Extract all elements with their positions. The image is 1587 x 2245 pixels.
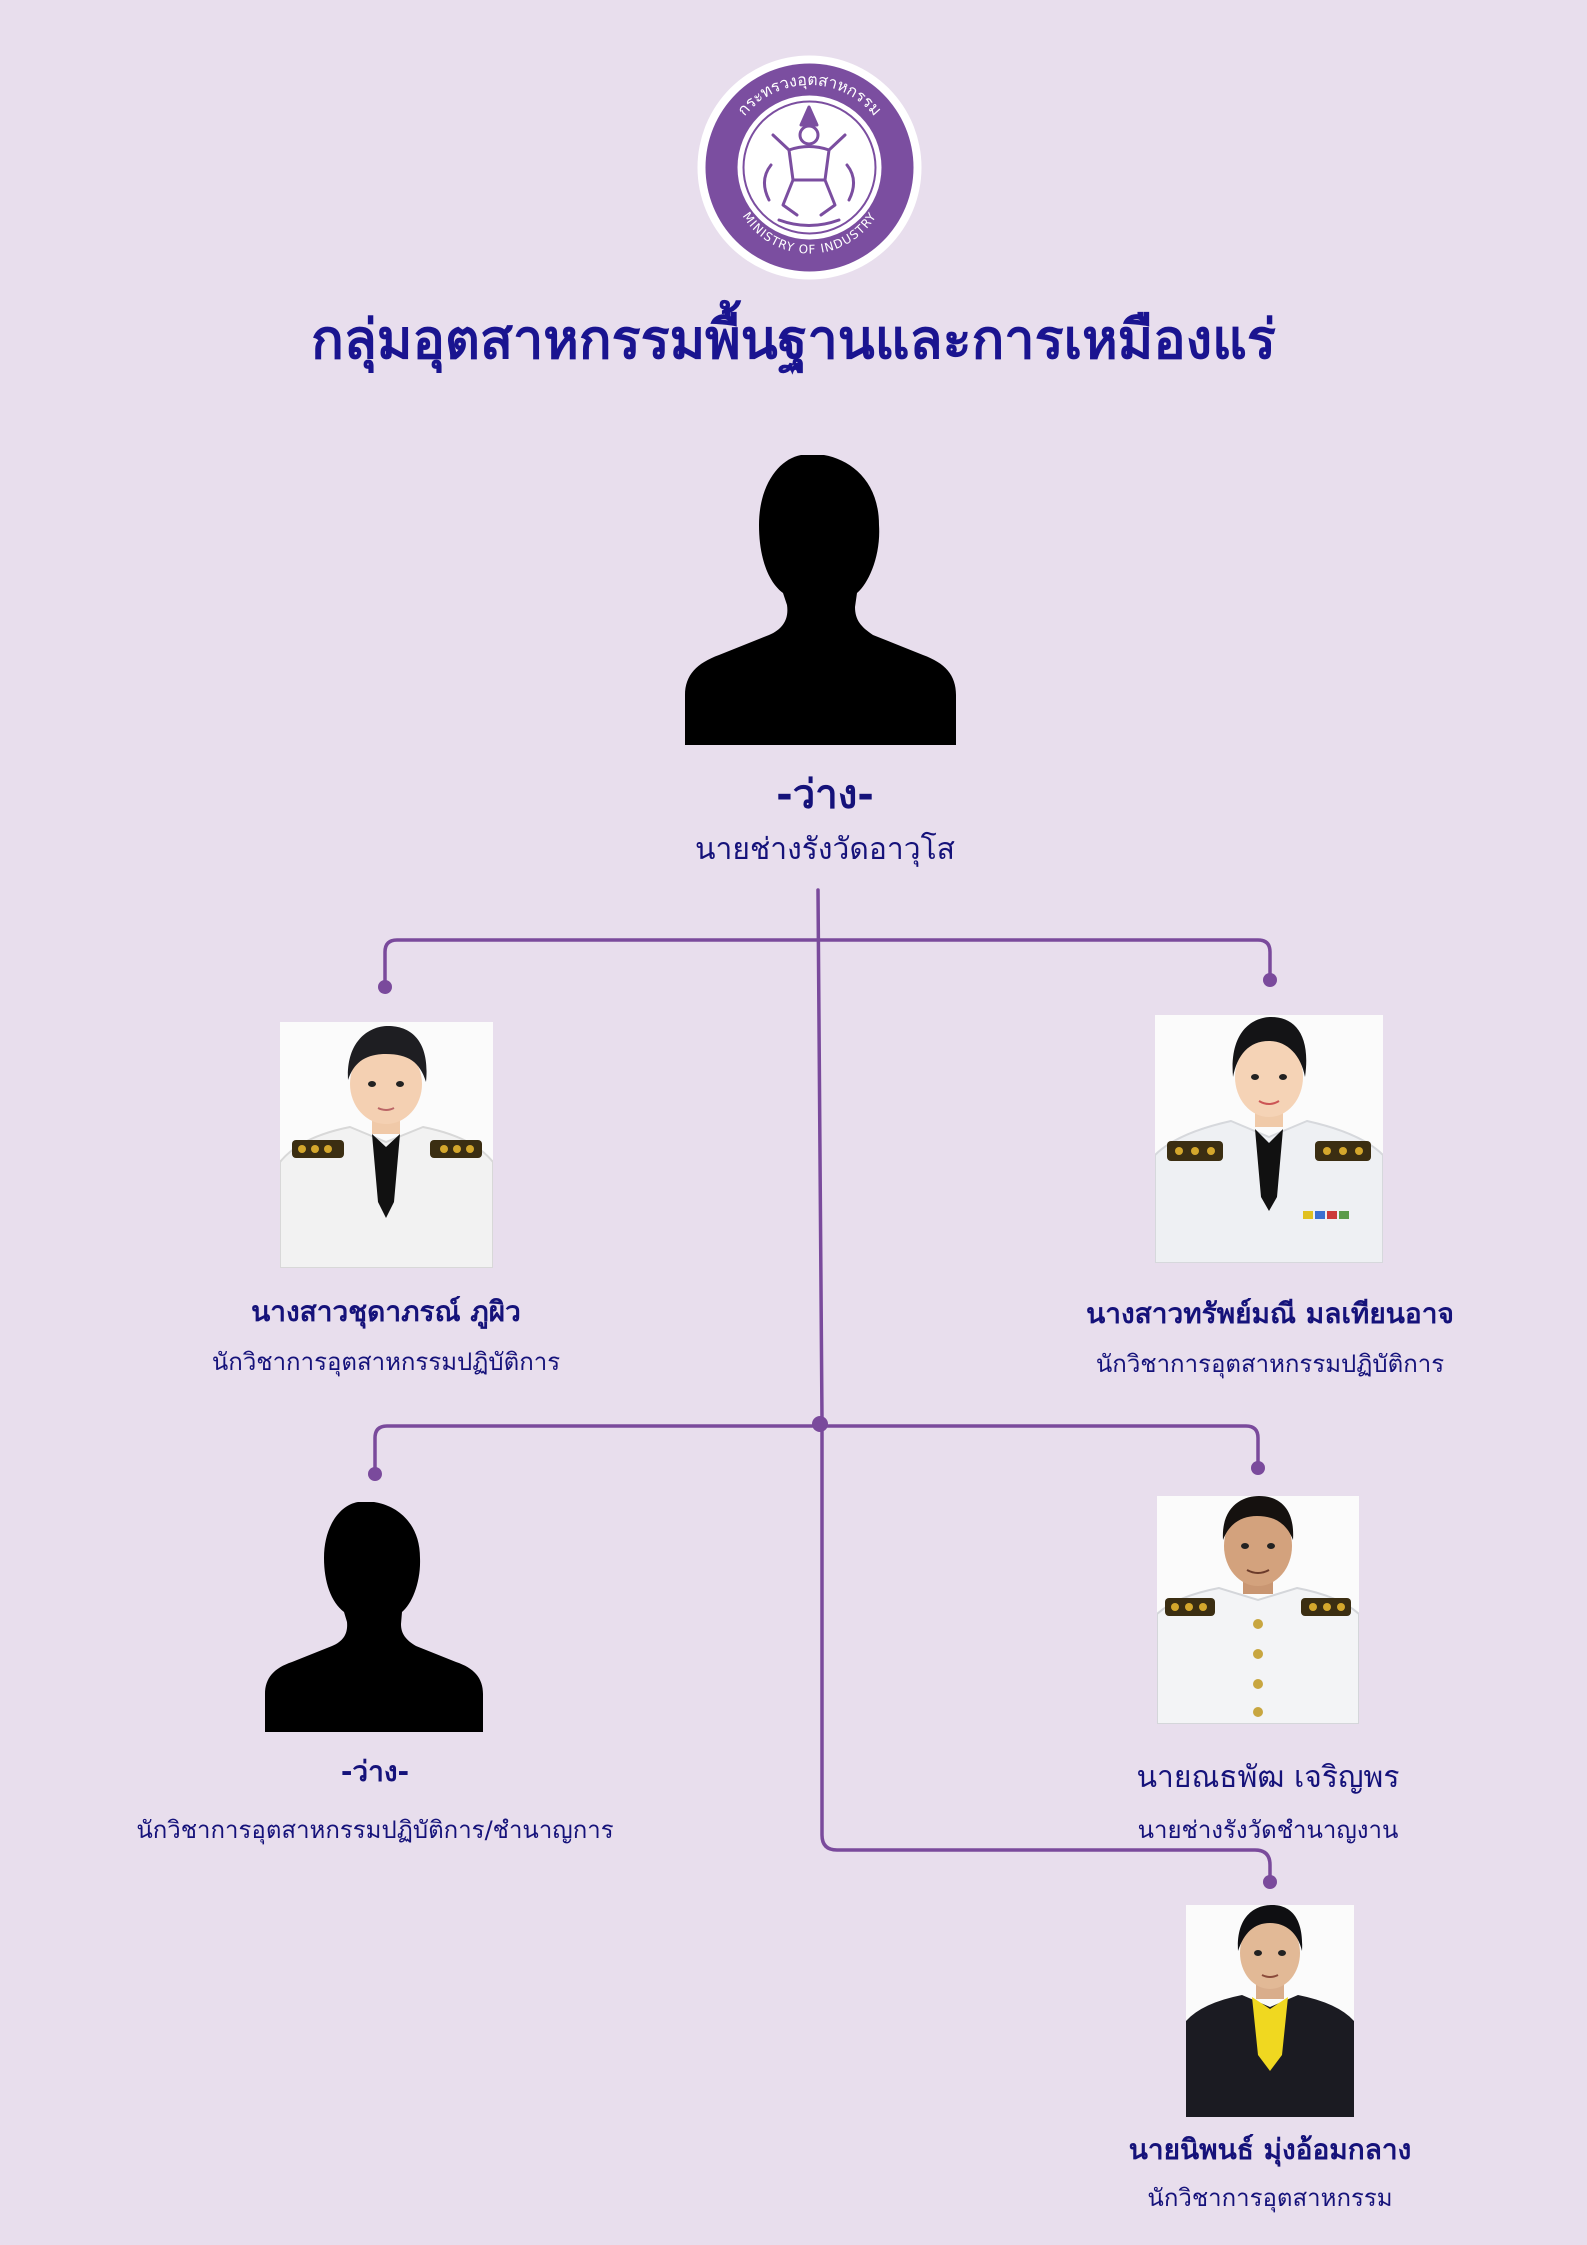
member-2-position: นักวิชาการอุตสาหกรรมปฏิบัติการ (1095, 1350, 1445, 1378)
member-2-name: นางสาวทรัพย์มณี มลเทียนอาจ (1086, 1297, 1454, 1330)
member-5-photo (1186, 1905, 1354, 2117)
member-1-photo (280, 1022, 493, 1268)
member-4-photo (1157, 1496, 1359, 1724)
head-position: นายช่างรังวัดอาวุโส (694, 832, 955, 867)
head-photo-silhouette-icon (683, 455, 958, 745)
ministry-seal-logo: กระทรวงอุตสาหกรรม MINISTRY OF INDUSTRY (697, 55, 922, 280)
head-name: -ว่าง- (776, 772, 874, 818)
member-3-photo-silhouette-icon (264, 1502, 484, 1732)
member-5-name: นายนิพนธ์ มุ่งอ้อมกลาง (1128, 2133, 1412, 2166)
page-title: กลุ่มอุตสาหกรรมพื้นฐานและการเหมืองแร่ (311, 308, 1276, 371)
member-4-position: นายช่างรังวัดชำนาญงาน (1137, 1816, 1399, 1844)
member-1-position: นักวิชาการอุตสาหกรรมปฏิบัติการ (211, 1348, 561, 1376)
member-3-position: นักวิชาการอุตสาหกรรมปฏิบัติการ/ชำนาญการ (136, 1816, 614, 1844)
member-4-name: นายณธพัฒ เจริญพร (1136, 1760, 1400, 1795)
member-1-name: นางสาวชุดาภรณ์ ภูผิว (251, 1295, 521, 1328)
member-2-photo (1155, 1015, 1383, 1263)
member-3-name: -ว่าง- (340, 1755, 410, 1788)
member-5-position: นักวิชาการอุตสาหกรรม (1147, 2184, 1393, 2212)
